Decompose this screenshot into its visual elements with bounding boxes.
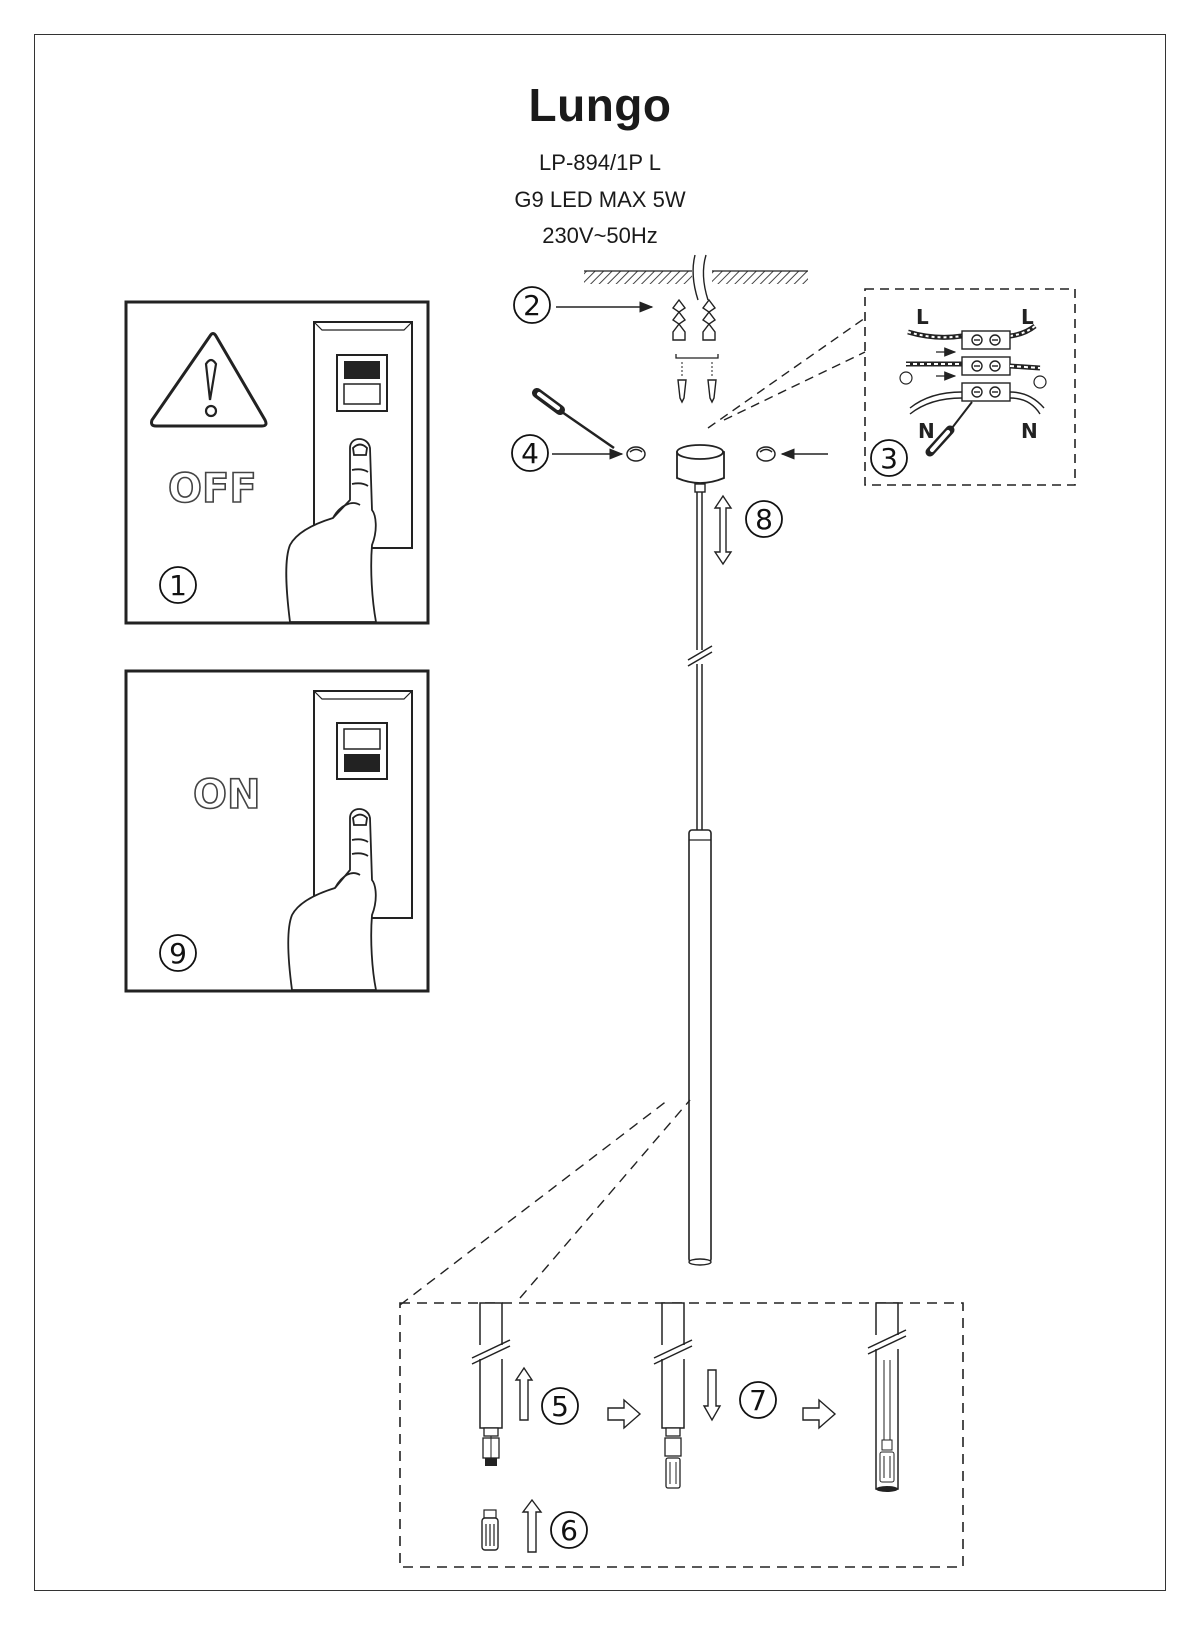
hand-icon — [285, 438, 378, 623]
off-label: OFF — [168, 466, 257, 512]
step-3-badge: 3 — [870, 439, 908, 477]
voltage-spec: 230V~50Hz — [542, 223, 658, 248]
hand-icon — [287, 808, 378, 991]
svg-text:2: 2 — [523, 289, 541, 322]
screwdriver-icon — [925, 401, 973, 457]
product-title: Lungo — [528, 79, 672, 131]
lamp-canopy — [676, 444, 725, 493]
neutral-left-label: N — [918, 419, 935, 443]
wiring-detail: L L N N — [864, 288, 1076, 486]
lamp-tube — [688, 829, 712, 1266]
arrow-icon — [702, 1369, 722, 1422]
switch-icon — [313, 321, 413, 549]
svg-text:3: 3 — [880, 442, 898, 475]
step-6-badge: 6 — [550, 1511, 588, 1549]
step-4-badge: 4 — [511, 434, 549, 472]
arrow-icon — [713, 494, 733, 566]
tube-section-2 — [653, 1302, 693, 1489]
svg-text:5: 5 — [551, 1390, 569, 1423]
svg-text:1: 1 — [169, 569, 187, 602]
arrow-icon — [514, 1366, 534, 1421]
bulb-spec: G9 LED MAX 5W — [514, 187, 686, 212]
warning-icon — [150, 332, 268, 428]
lamp-cable — [687, 492, 713, 830]
svg-text:7: 7 — [749, 1384, 767, 1417]
arrow-icon — [607, 1398, 642, 1430]
step-9-badge: 9 — [159, 934, 197, 972]
svg-text:6: 6 — [560, 1514, 578, 1547]
step-1-badge: 1 — [159, 566, 197, 604]
panel-switch-on: ON 9 — [124, 669, 430, 993]
bulb-detail: 5 6 — [399, 1302, 964, 1568]
tube-section-1 — [471, 1302, 511, 1466]
arrow-icon — [521, 1498, 543, 1553]
ceiling-mount: 2 — [513, 254, 808, 404]
terminal-block — [961, 330, 1011, 402]
screwdriver-icon — [532, 388, 615, 450]
neutral-right-label: N — [1021, 419, 1038, 443]
screw-icon — [756, 446, 776, 462]
screw-icon — [677, 379, 717, 404]
on-label: ON — [193, 772, 260, 818]
step-8-badge: 8 — [745, 500, 783, 538]
screw-icon — [626, 446, 646, 462]
panel-switch-off: OFF 1 — [124, 300, 430, 625]
page-frame — [34, 34, 1166, 1591]
switch-icon — [313, 690, 413, 919]
step-2-badge: 2 — [513, 286, 551, 324]
tube-section-3 — [867, 1302, 907, 1492]
live-right-label: L — [1021, 305, 1034, 329]
model-number: LP-894/1P L — [539, 150, 661, 175]
svg-text:9: 9 — [169, 937, 187, 970]
step-7-badge: 7 — [739, 1381, 777, 1419]
live-left-label: L — [916, 305, 929, 329]
wall-plug-icon — [671, 298, 717, 341]
step-5-badge: 5 — [541, 1387, 579, 1425]
svg-text:4: 4 — [521, 437, 539, 470]
arrow-icon — [802, 1398, 837, 1430]
svg-text:8: 8 — [755, 503, 773, 536]
g9-bulb-icon — [481, 1509, 499, 1551]
